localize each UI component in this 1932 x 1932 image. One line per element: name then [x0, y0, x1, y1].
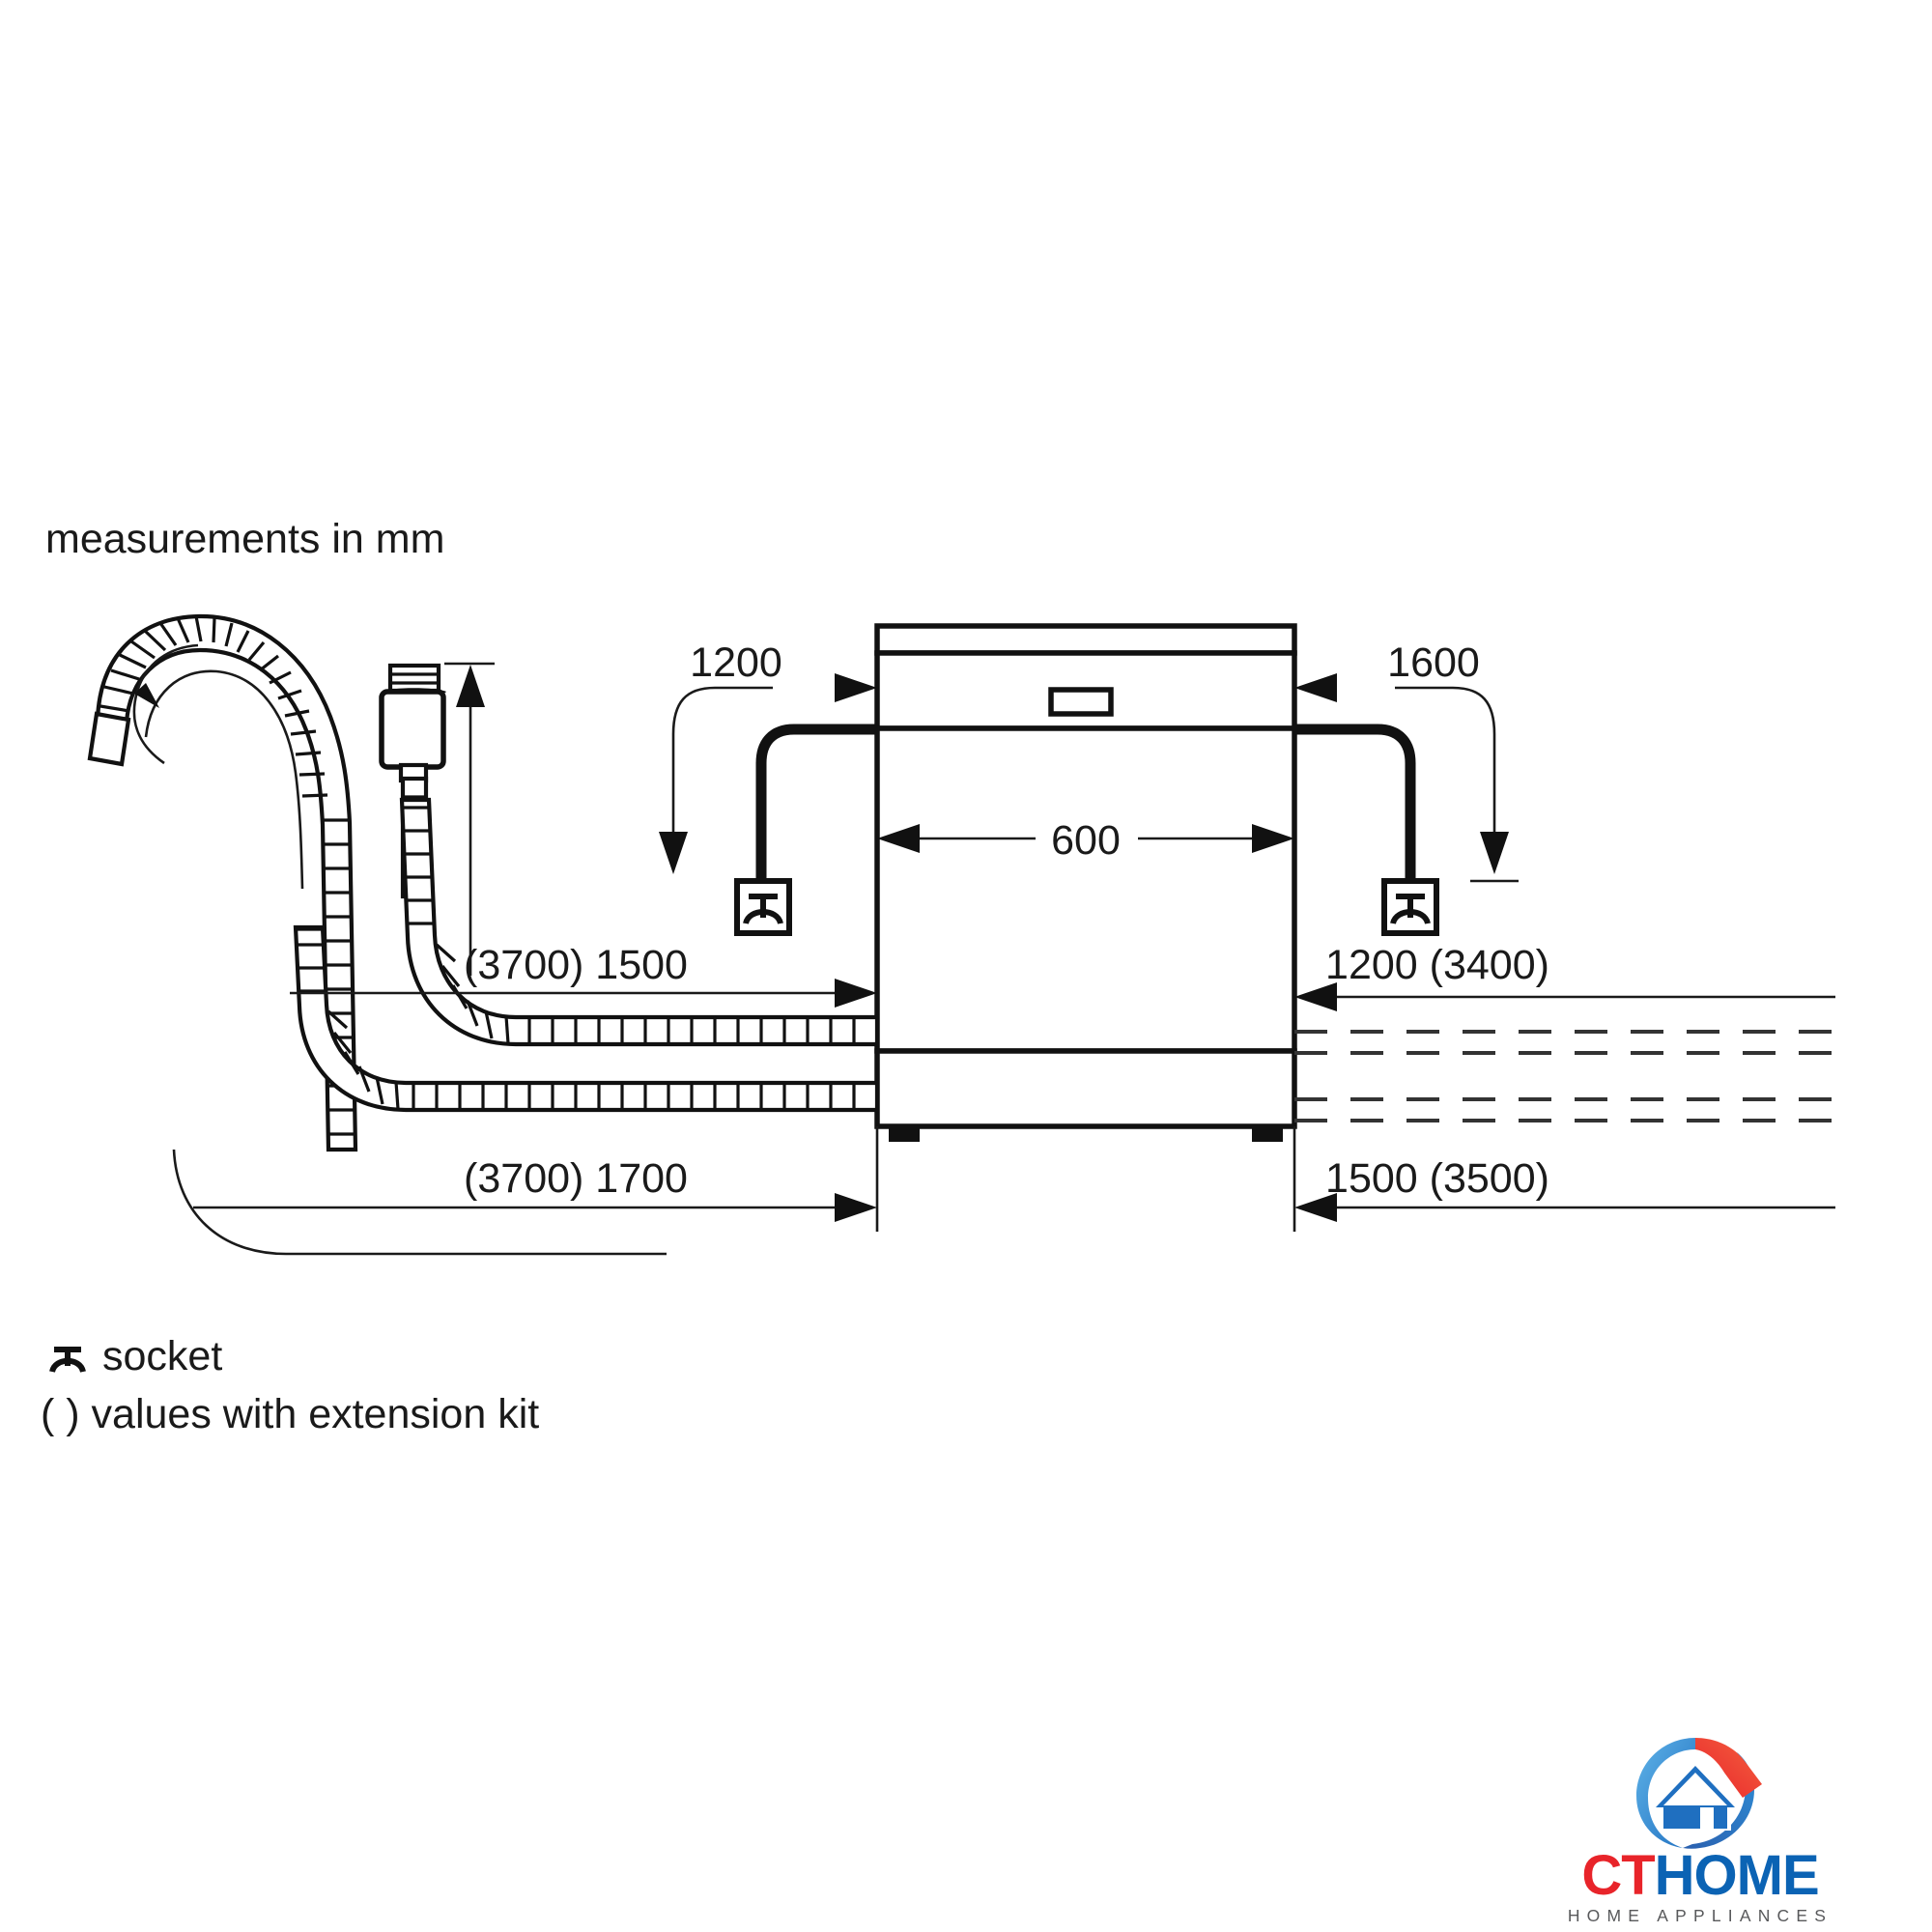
power-cable-left: [755, 724, 877, 881]
legend-socket-label: socket: [102, 1333, 222, 1379]
valve-height-arrowhead: [456, 665, 485, 707]
hose-reference-curve: [144, 669, 304, 890]
dim-hose-right-upper: 1200 (3400): [1294, 942, 1835, 1011]
aqua-stop-valve-box: [379, 662, 495, 976]
dim-hose-right-upper-label: 1200 (3400): [1325, 942, 1549, 988]
power-left-leader: [671, 686, 773, 858]
brand-tagline: HOME APPLIANCES: [1567, 1906, 1833, 1925]
rotation-arrow: [132, 643, 199, 765]
width-dimension: 600: [877, 817, 1294, 864]
power-right-label: 1600: [1387, 639, 1480, 686]
house-swirl-logo-icon: [1636, 1738, 1762, 1849]
foot-left: [889, 1126, 920, 1142]
hose-upper-outline: [399, 797, 880, 1047]
power-cable-right: [1294, 724, 1416, 881]
hose-routing-guide: [172, 1149, 667, 1256]
foot-right: [1252, 1126, 1283, 1142]
hose-lower-ribs: [297, 927, 879, 1110]
brand-logo: CTHOME HOME APPLIANCES: [1507, 1734, 1893, 1925]
power-left-group: 1200: [659, 639, 877, 936]
drain-hose-ribs-curve: [99, 615, 328, 798]
dim-hose-left-lower: (3700) 1700: [193, 1155, 877, 1222]
brand-name-ct: CT: [1581, 1844, 1655, 1907]
socket-symbol-left: [734, 878, 792, 936]
brand-wordmark: CTHOME: [1507, 1848, 1893, 1904]
power-right-group: 1600: [1294, 639, 1519, 936]
socket-symbol-right: [1381, 878, 1439, 936]
page-title: measurements in mm: [45, 516, 444, 562]
dishwasher-body: [874, 623, 1297, 1232]
width-dimension-label: 600: [1051, 817, 1121, 864]
hose-lower-outline: [293, 924, 880, 1113]
dim-hose-right-lower: 1500 (3500): [1294, 1155, 1835, 1222]
drain-hose-outline: [95, 613, 358, 1152]
dim-hose-left-lower-label: (3700) 1700: [464, 1155, 688, 1202]
dim-hose-right-lower-label: 1500 (3500): [1325, 1155, 1549, 1202]
control-panel-display: [1048, 687, 1114, 717]
right-pipes-group: [1294, 1030, 1835, 1122]
hose-upper-ribs: [403, 806, 879, 1044]
power-right-leader: [1395, 686, 1496, 858]
dim-hose-left-upper: (3700) 1500: [290, 942, 877, 1008]
legend-extension-label: ( ) values with extension kit: [41, 1391, 539, 1437]
drain-hose-assembly: [87, 613, 358, 1152]
dim-hose-left-upper-label: (3700) 1500: [464, 942, 688, 988]
power-left-label: 1200: [690, 639, 782, 686]
brand-name-home: HOME: [1654, 1844, 1820, 1907]
legend-socket-icon: [49, 1347, 86, 1374]
drain-hose-nozzle: [87, 711, 131, 767]
legend: socket ( ) values with extension kit: [41, 1333, 539, 1437]
left-hoses-group: [172, 797, 880, 1256]
